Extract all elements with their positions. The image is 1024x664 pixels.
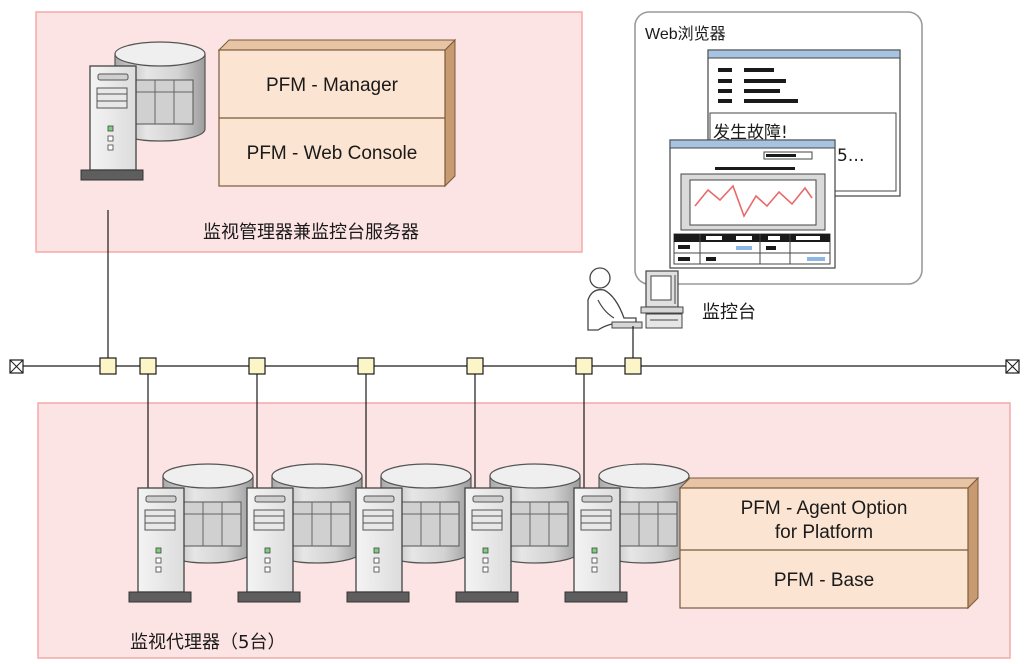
- network-node-7: [575, 357, 593, 375]
- agent-component-box: PFM - Agent Option for Platform PFM - Ba…: [678, 476, 980, 610]
- network-node-1: [99, 357, 117, 375]
- network-node-3: [139, 357, 157, 375]
- trend-line: [694, 184, 813, 218]
- alert-message: 发生故障!: [713, 123, 788, 143]
- component-agent-option-line1: PFM - Agent Option: [741, 498, 908, 519]
- alert-suffix: 5.‥: [837, 146, 865, 166]
- network-node-4: [248, 357, 266, 375]
- component-pfm-base: PFM - Base: [774, 570, 874, 591]
- network-terminator-right: [1005, 359, 1020, 374]
- network-node-2: [624, 357, 642, 375]
- manager-caption: 监视管理器兼监控台服务器: [203, 222, 419, 243]
- network-node-6: [466, 357, 484, 375]
- component-agent-option-line2: for Platform: [775, 522, 873, 543]
- component-pfm-web-console: PFM - Web Console: [247, 143, 418, 164]
- network-node-5: [357, 357, 375, 375]
- manager-component-box: PFM - Manager PFM - Web Console: [217, 38, 457, 188]
- component-pfm-manager: PFM - Manager: [266, 75, 399, 96]
- console-caption: 监控台: [702, 302, 756, 323]
- browser-panel-title: Web浏览器: [645, 26, 726, 43]
- network-terminator-left: [9, 359, 24, 374]
- agent-caption: 监视代理器（5台）: [130, 632, 286, 653]
- browser-window-front: [669, 139, 836, 269]
- console-operator-icon: [587, 267, 684, 331]
